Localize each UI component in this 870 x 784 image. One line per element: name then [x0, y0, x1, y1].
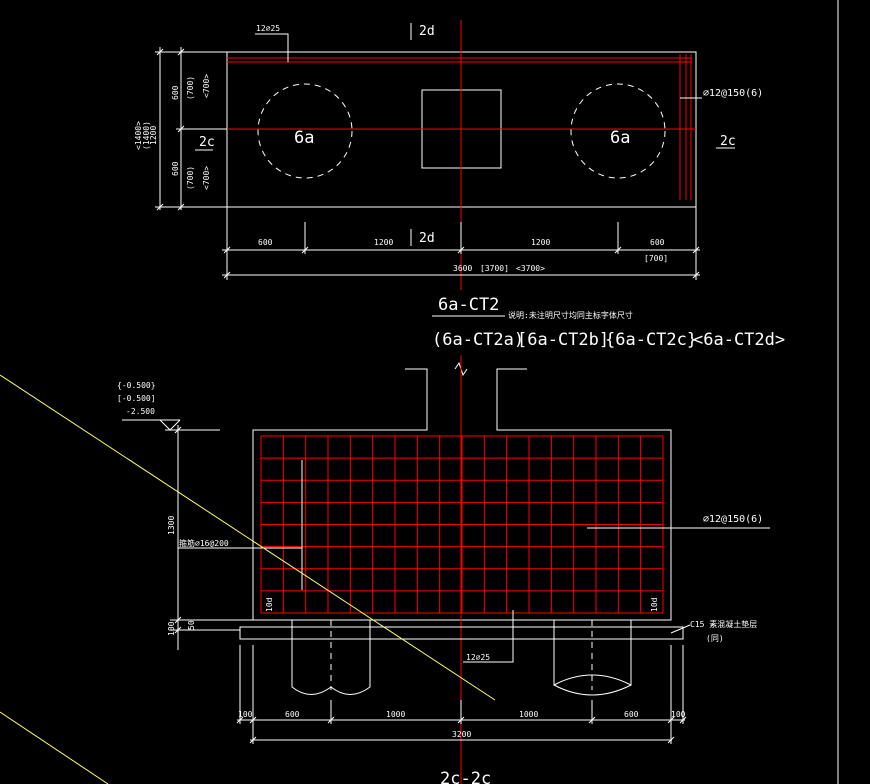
plan-dim-seg-1: 600 — [258, 238, 273, 247]
plan-top-rebar-label: 12⌀25 — [256, 24, 280, 33]
section-corner-left: 10d — [265, 597, 274, 612]
plan-dim-lower: 600 — [171, 161, 180, 176]
tick — [679, 716, 687, 724]
section-dim-4: 1000 — [519, 710, 538, 719]
section-cushion-sub: (同) — [706, 634, 724, 643]
tick — [692, 246, 700, 254]
tick — [588, 716, 596, 724]
cut-label-2d-bottom: 2d — [419, 231, 435, 246]
cut-label-2c-left: 2c — [199, 135, 215, 150]
plan-dim-seg-2: 1200 — [374, 238, 393, 247]
tick — [249, 736, 257, 744]
cushion-leader — [670, 624, 691, 634]
section-dim-5: 600 — [624, 710, 639, 719]
elev-triangle — [159, 419, 181, 431]
plan-dim-total-a: (1400) — [142, 121, 151, 150]
tick — [223, 246, 231, 254]
plan-dim-total: 1200 — [149, 126, 158, 145]
plan-pile-right-label: 6a — [610, 128, 630, 148]
section-height: 1300 — [167, 516, 176, 535]
diagonal-guide-line-lower — [0, 711, 109, 784]
section-corner-right: 10d — [650, 597, 659, 612]
title-main: 6a-CT2 — [438, 295, 499, 315]
tick — [667, 736, 675, 744]
title-variant-c: {6a-CT2c} — [605, 330, 697, 350]
tick — [249, 716, 257, 724]
plan-dim-seg-4-alt: [700] — [644, 254, 668, 263]
section-elev-3: -2.500 — [126, 407, 155, 416]
tick — [692, 271, 700, 279]
tick — [177, 203, 185, 211]
title-note: 说明:未注明尺寸均同主标字体尺寸 — [508, 310, 633, 320]
tick — [156, 48, 164, 56]
plan-total-length-d: <3700> — [516, 264, 545, 273]
section-side-rebar-label: ⌀12@150(6) — [703, 514, 763, 525]
section-elev-2: [-0.500] — [117, 394, 156, 403]
plan-pile-right — [570, 83, 666, 179]
section-dim-3: 1000 — [386, 710, 405, 719]
plan-dim-upper-a: (700) — [186, 76, 195, 100]
plan-dim-total-d: <1400> — [134, 121, 143, 150]
plan-top-rebar-leader — [255, 33, 289, 62]
section-cushion-label: C15 素混凝土垫层 — [690, 619, 757, 629]
plan-dim-seg-4: 600 — [650, 238, 665, 247]
plan-total-length: 3600 — [453, 264, 472, 273]
plan-side-rebar-label: ⌀12@150(6) — [703, 88, 763, 99]
plan-view: 6a 6a 12⌀25 ⌀12@150(6) 2d 2d 2c 2c — [134, 20, 763, 290]
section-bed-sub: 50 — [187, 620, 196, 630]
section-elev-1: {-0.500} — [117, 381, 156, 390]
tick — [223, 271, 231, 279]
tick — [457, 246, 465, 254]
section-pile-right-bottom — [553, 684, 632, 696]
plan-dim-lower-b: <700> — [202, 166, 211, 190]
plan-dim-lower-a: (700) — [186, 166, 195, 190]
tick — [236, 716, 244, 724]
plan-dim-seg-3: 1200 — [531, 238, 550, 247]
section-dim-2: 600 — [285, 710, 300, 719]
tick — [177, 125, 185, 133]
tick — [177, 48, 185, 56]
title-variant-d: <6a-CT2d> — [693, 330, 785, 350]
plan-dim-upper-b: <700> — [202, 74, 211, 98]
section-bottom-rebar: 12⌀25 — [466, 653, 490, 662]
tick — [327, 716, 335, 724]
section-rebar-grid — [261, 436, 663, 613]
section-dim-6: 100 — [671, 710, 686, 719]
title-variant-a: (6a-CT2a) — [432, 330, 524, 350]
title-variant-b: [6a-CT2b] — [517, 330, 609, 350]
plan-dim-upper: 600 — [171, 85, 180, 100]
cut-label-2d-top: 2d — [419, 24, 435, 39]
section-bed-height: 100 — [167, 621, 176, 636]
bottom-rebar-leader — [463, 610, 514, 663]
section-dim-1: 100 — [238, 710, 253, 719]
tick — [667, 716, 675, 724]
tick — [614, 246, 622, 254]
title-block: 6a-CT2 说明:未注明尺寸均同主标字体尺寸 (6a-CT2a) [6a-CT… — [432, 295, 785, 350]
section-label: 2c-2c — [440, 769, 491, 784]
tick — [457, 716, 465, 724]
section-total-width: 3200 — [452, 730, 471, 739]
plan-total-length-b: [3700] — [480, 264, 509, 273]
tick — [174, 426, 182, 434]
section-stirrup-label: 箍筋⌀16@200 — [179, 538, 229, 548]
section-view: {-0.500} [-0.500] -2.500 1300 100 50 箍筋⌀… — [117, 355, 770, 784]
plan-pile-left-label: 6a — [294, 128, 314, 148]
tick — [156, 203, 164, 211]
cut-label-2c-right: 2c — [720, 134, 736, 149]
section-cushion — [239, 626, 684, 640]
diagonal-guide-line — [0, 374, 496, 701]
plan-pile-left — [257, 83, 353, 179]
tick — [301, 246, 309, 254]
section-cap-outline — [252, 368, 672, 621]
